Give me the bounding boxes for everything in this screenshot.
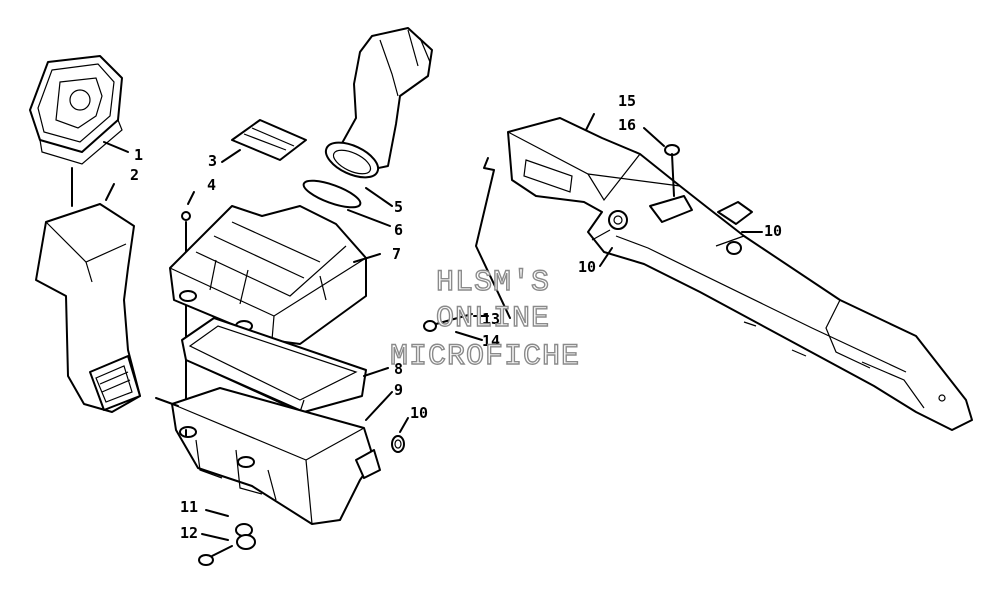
callout-4: 4: [207, 176, 216, 194]
watermark: HLSM'S ONLINE MICROFICHE: [389, 265, 580, 374]
part-nut-airbox: [391, 435, 405, 453]
part-grommet: [235, 523, 256, 550]
leader-lines: [71, 113, 763, 541]
part-bracket-bolt: [649, 144, 693, 223]
callout-1: 1: [134, 146, 143, 164]
callout-9: 9: [394, 381, 403, 399]
callout-12: 12: [180, 524, 198, 542]
callout-16: 16: [618, 116, 636, 134]
watermark-line-3: MICROFICHE: [390, 340, 580, 374]
part-stud-plate: [591, 210, 628, 241]
callout-14: 14: [482, 332, 500, 350]
part-intake-hose: [302, 27, 433, 209]
part-screw: [198, 545, 233, 566]
callout-6: 6: [394, 221, 403, 239]
part-bolt-long: [181, 211, 191, 431]
callout-10-rail-nut: 10: [764, 222, 782, 240]
callout-2: 2: [130, 166, 139, 184]
part-air-filter: [181, 317, 367, 413]
callout-11: 11: [180, 498, 198, 516]
part-airbox-base: [171, 387, 381, 525]
callout-3: 3: [208, 152, 217, 170]
callout-10: 10: [410, 404, 428, 422]
part-airbox-lid: [169, 205, 367, 345]
part-intake-cap: [29, 55, 123, 165]
callout-13: 13: [482, 310, 500, 328]
part-support-rod: [475, 157, 511, 319]
part-intake-duct: [35, 203, 141, 413]
callout-15: 15: [618, 92, 636, 110]
watermark-line-2: ONLINE: [436, 302, 550, 336]
part-nut-rail: [717, 201, 753, 255]
callout-8: 8: [394, 360, 403, 378]
callout-labels: 1 2 3 4 5 6 7 8 9 10 11 12 13 14 15 16 1…: [130, 92, 782, 542]
callout-7: 7: [392, 245, 401, 263]
part-bolt-and-washer: [423, 313, 473, 332]
watermark-line-1: HLSM'S: [436, 266, 550, 300]
callout-5: 5: [394, 198, 403, 216]
callout-10-rail-stud: 10: [578, 258, 596, 276]
part-decal: [231, 119, 307, 161]
